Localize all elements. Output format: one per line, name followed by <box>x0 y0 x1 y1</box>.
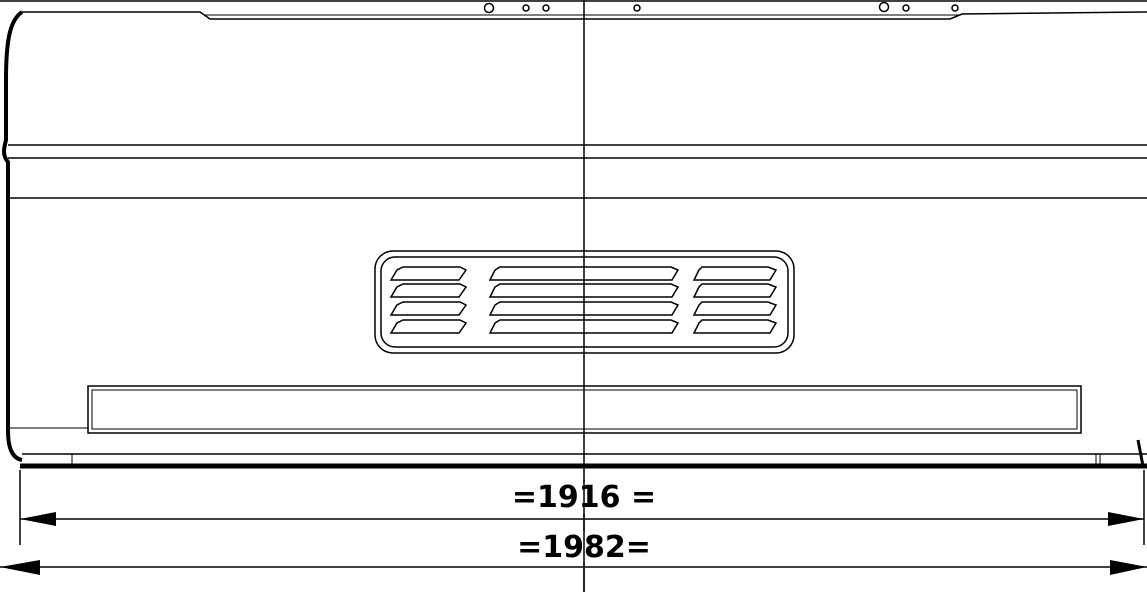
arrowhead-right <box>1108 512 1144 526</box>
cabinet-left-edge <box>2 10 24 462</box>
extension-lines <box>19 470 1145 545</box>
vent-slots <box>389 266 778 334</box>
kick-plate <box>8 385 1082 434</box>
mounting-holes <box>483 1 959 14</box>
top-trim <box>0 0 1147 20</box>
panel-lines <box>8 144 1147 199</box>
vent-grille <box>374 250 795 354</box>
dimension-outer: =1982= <box>0 530 1147 575</box>
arrowhead-left <box>20 512 56 526</box>
arrowhead-left <box>0 560 40 575</box>
dimension-inner: =1916 = <box>20 480 1144 526</box>
arrowhead-right <box>1110 560 1147 575</box>
